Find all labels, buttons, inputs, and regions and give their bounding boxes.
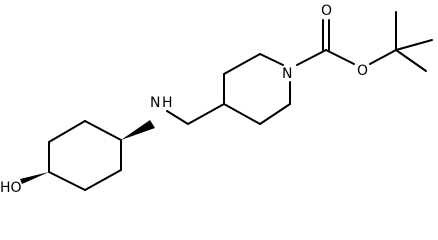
wedge-bond-ring-to-nh <box>121 120 155 140</box>
bond <box>48 120 86 143</box>
amine-hydrogen-label: H <box>162 95 173 111</box>
wedge-bond-ring-to-oh <box>20 172 49 184</box>
methylene-linker <box>166 103 225 125</box>
bond <box>259 53 284 66</box>
cyclohexane-ring <box>48 120 122 191</box>
bond <box>395 39 433 51</box>
hydroxyl-label: HO <box>0 180 22 196</box>
bond <box>296 49 327 66</box>
bond <box>84 169 122 191</box>
carbonyl-oxygen-label: O <box>321 3 332 19</box>
chemical-structure-diagram: HO N H N O O <box>0 3 433 196</box>
bond <box>325 49 355 65</box>
boc-group <box>296 11 433 72</box>
bond <box>187 103 225 125</box>
bond <box>259 103 291 125</box>
bond <box>48 171 86 191</box>
bond <box>84 120 122 141</box>
piperidine-nitrogen-label: N <box>282 66 292 82</box>
piperidine-ring <box>223 53 291 125</box>
bond <box>223 103 261 125</box>
ester-oxygen-label: O <box>357 63 368 79</box>
amine-nitrogen-label: N <box>150 95 160 111</box>
bond <box>223 53 261 75</box>
bond <box>166 110 189 125</box>
bond <box>395 49 427 72</box>
bond <box>369 49 397 65</box>
